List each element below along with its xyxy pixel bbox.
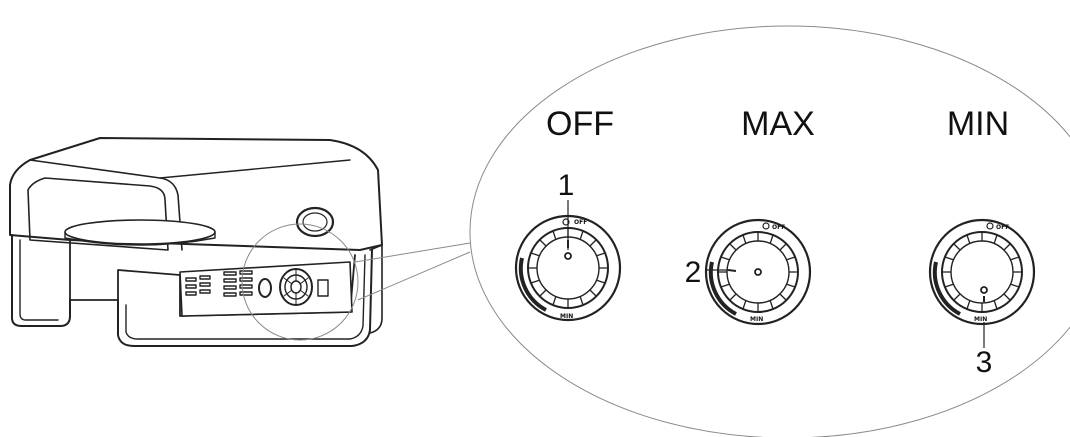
pizza-stone (64, 219, 216, 245)
dial-outer-ring (704, 218, 812, 326)
label-off: OFF (546, 105, 614, 143)
knob-indicator-dot (754, 268, 762, 276)
off-mark-dot (762, 222, 770, 230)
oven-frame-front-inner (125, 254, 366, 340)
knob-bracket (317, 279, 329, 297)
ignition-button (258, 278, 272, 298)
dial1-min-mark-text: MIN (560, 313, 573, 320)
dial-max-position (704, 218, 812, 326)
oven-frame-front (117, 249, 373, 347)
dial2-min-mark-text: MIN (750, 316, 763, 323)
dial-face (950, 240, 1014, 304)
flame-scale-arc (708, 261, 737, 316)
dial1-off-mark-text: OFF (574, 219, 587, 226)
control-panel (179, 261, 353, 317)
dial-face (726, 240, 790, 304)
knob-pointer (727, 269, 737, 272)
oven-frame-left-leg-inner (19, 239, 59, 321)
oven-frame-right (369, 244, 383, 334)
oven-hood-ridge (159, 159, 351, 179)
oven-opening (27, 177, 169, 251)
dial3-off-mark-text: OFF (996, 224, 1009, 231)
flame-scale-arc (518, 257, 547, 312)
knob-indicator-dot (980, 286, 988, 294)
flame-scale-arc (932, 261, 961, 316)
knob-indicator-dot (564, 252, 572, 260)
callout-1: 1 (558, 169, 575, 202)
vent-slots (185, 270, 253, 297)
off-mark-dot (986, 222, 994, 230)
label-max: MAX (741, 105, 815, 143)
oven-frame-left-leg (11, 234, 71, 327)
label-min: MIN (947, 105, 1009, 143)
dial-outer-ring (928, 218, 1036, 326)
detail-leader-lines (354, 242, 471, 301)
oven-control-knob (279, 268, 313, 306)
callout-2: 2 (685, 256, 702, 289)
dial-min-position (928, 218, 1036, 326)
pizza-stone-edge (64, 231, 216, 246)
callout-3: 3 (976, 346, 993, 379)
detail-ellipse (469, 25, 1070, 437)
dial2-off-mark-text: OFF (772, 224, 785, 231)
dial3-min-mark-text: MIN (974, 316, 987, 323)
off-mark-dot (562, 218, 570, 226)
detail-focus-circle (241, 223, 359, 341)
pizza-oven-illustration (9, 137, 383, 347)
